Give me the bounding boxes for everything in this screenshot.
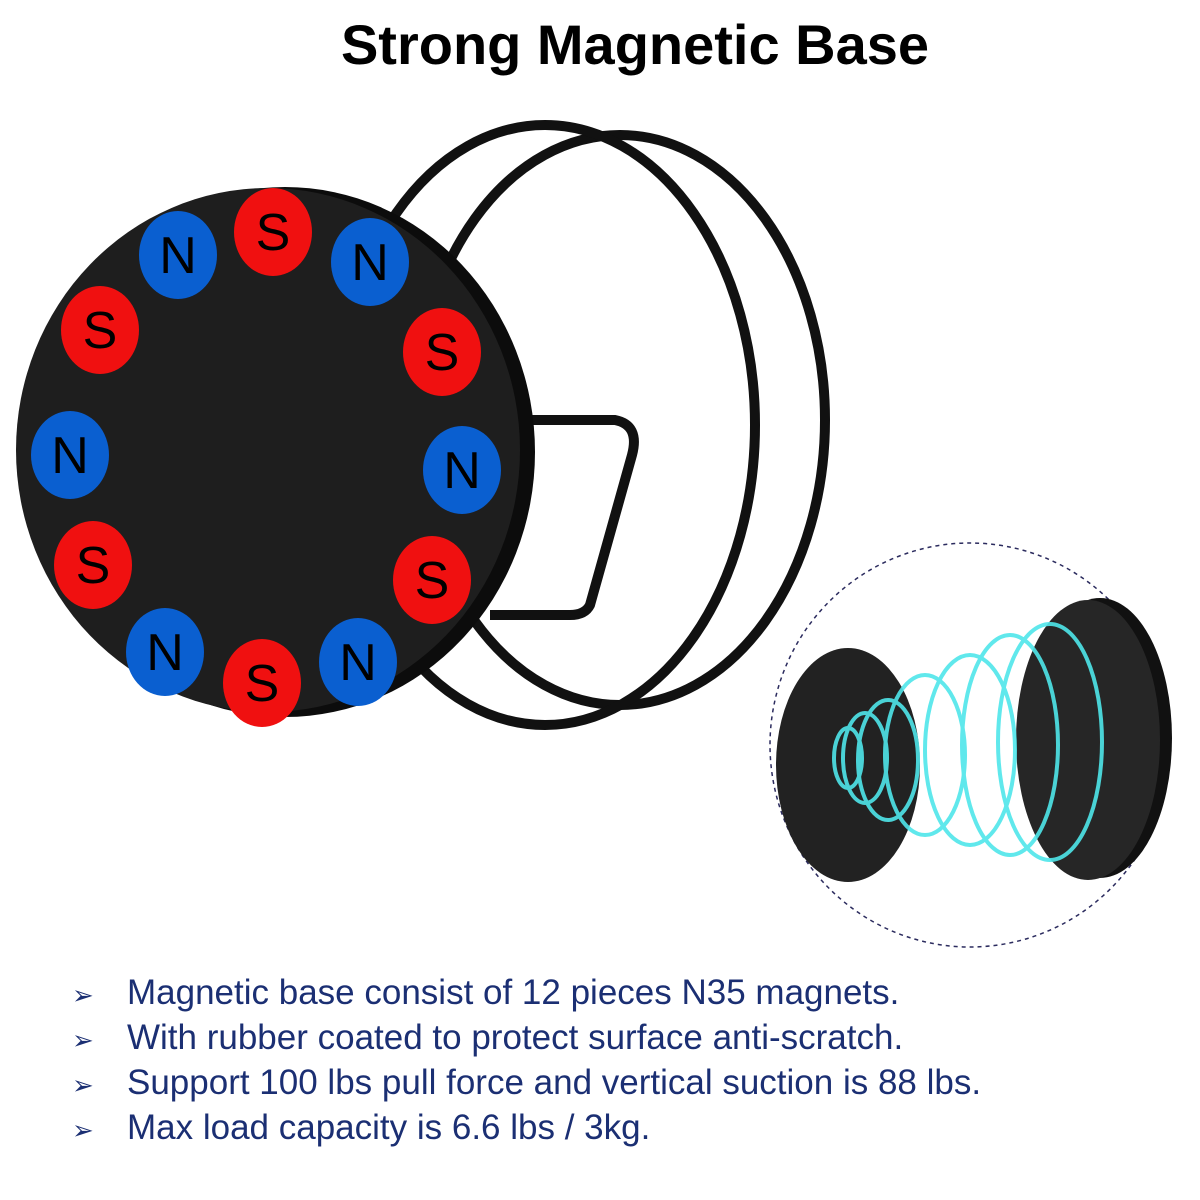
south-magnet: S: [54, 521, 132, 609]
feature-text: With rubber coated to protect surface an…: [127, 1018, 904, 1057]
arrow-bullet-icon: ➢: [72, 1026, 94, 1056]
south-magnet: S: [393, 536, 471, 624]
magnet-pole-label: N: [159, 227, 197, 285]
south-magnet: S: [403, 308, 481, 396]
north-magnet: N: [139, 211, 217, 299]
magnet-pole-label: S: [425, 324, 460, 382]
arrow-bullet-icon: ➢: [72, 1116, 94, 1146]
magnet-pole-label: N: [339, 634, 377, 692]
feature-text: Magnetic base consist of 12 pieces N35 m…: [127, 973, 900, 1012]
north-magnet: N: [319, 618, 397, 706]
south-magnet: S: [61, 286, 139, 374]
magnet-pole-label: N: [146, 624, 184, 682]
feature-item: ➢ Support 100 lbs pull force and vertical…: [72, 1060, 981, 1105]
magnet-pole-label: S: [256, 204, 291, 262]
feature-item: ➢ Magnetic base consist of 12 pieces N35 …: [72, 970, 981, 1015]
magnet-pole-label: N: [51, 427, 89, 485]
magnet-pole-label: S: [83, 302, 118, 360]
wire-handle: [490, 415, 639, 620]
feature-item: ➢ With rubber coated to protect surface a…: [72, 1015, 981, 1060]
large-disc: [1016, 600, 1160, 880]
arrow-bullet-icon: ➢: [72, 1071, 94, 1101]
magnet-pole-label: S: [415, 552, 450, 610]
north-magnet: N: [331, 218, 409, 306]
magnetic-field-inset: [769, 542, 1172, 948]
north-magnet: N: [126, 608, 204, 696]
arrow-bullet-icon: ➢: [72, 981, 94, 1011]
feature-item: ➢ Max load capacity is 6.6 lbs / 3kg.: [72, 1105, 981, 1150]
magnet-pole-label: S: [76, 537, 111, 595]
small-disc: [776, 648, 920, 882]
north-magnet: N: [31, 411, 109, 499]
feature-list: ➢ Magnetic base consist of 12 pieces N35 …: [72, 970, 981, 1150]
feature-text: Max load capacity is 6.6 lbs / 3kg.: [127, 1108, 651, 1147]
page-title: Strong Magnetic Base: [340, 13, 930, 76]
magnet-pole-label: N: [443, 442, 481, 500]
south-magnet: S: [223, 639, 301, 727]
north-magnet: N: [423, 426, 501, 514]
magnet-pole-label: N: [351, 234, 389, 292]
south-magnet: S: [234, 188, 312, 276]
feature-text: Support 100 lbs pull force and vertical …: [127, 1063, 982, 1102]
magnet-pole-label: S: [245, 655, 280, 713]
